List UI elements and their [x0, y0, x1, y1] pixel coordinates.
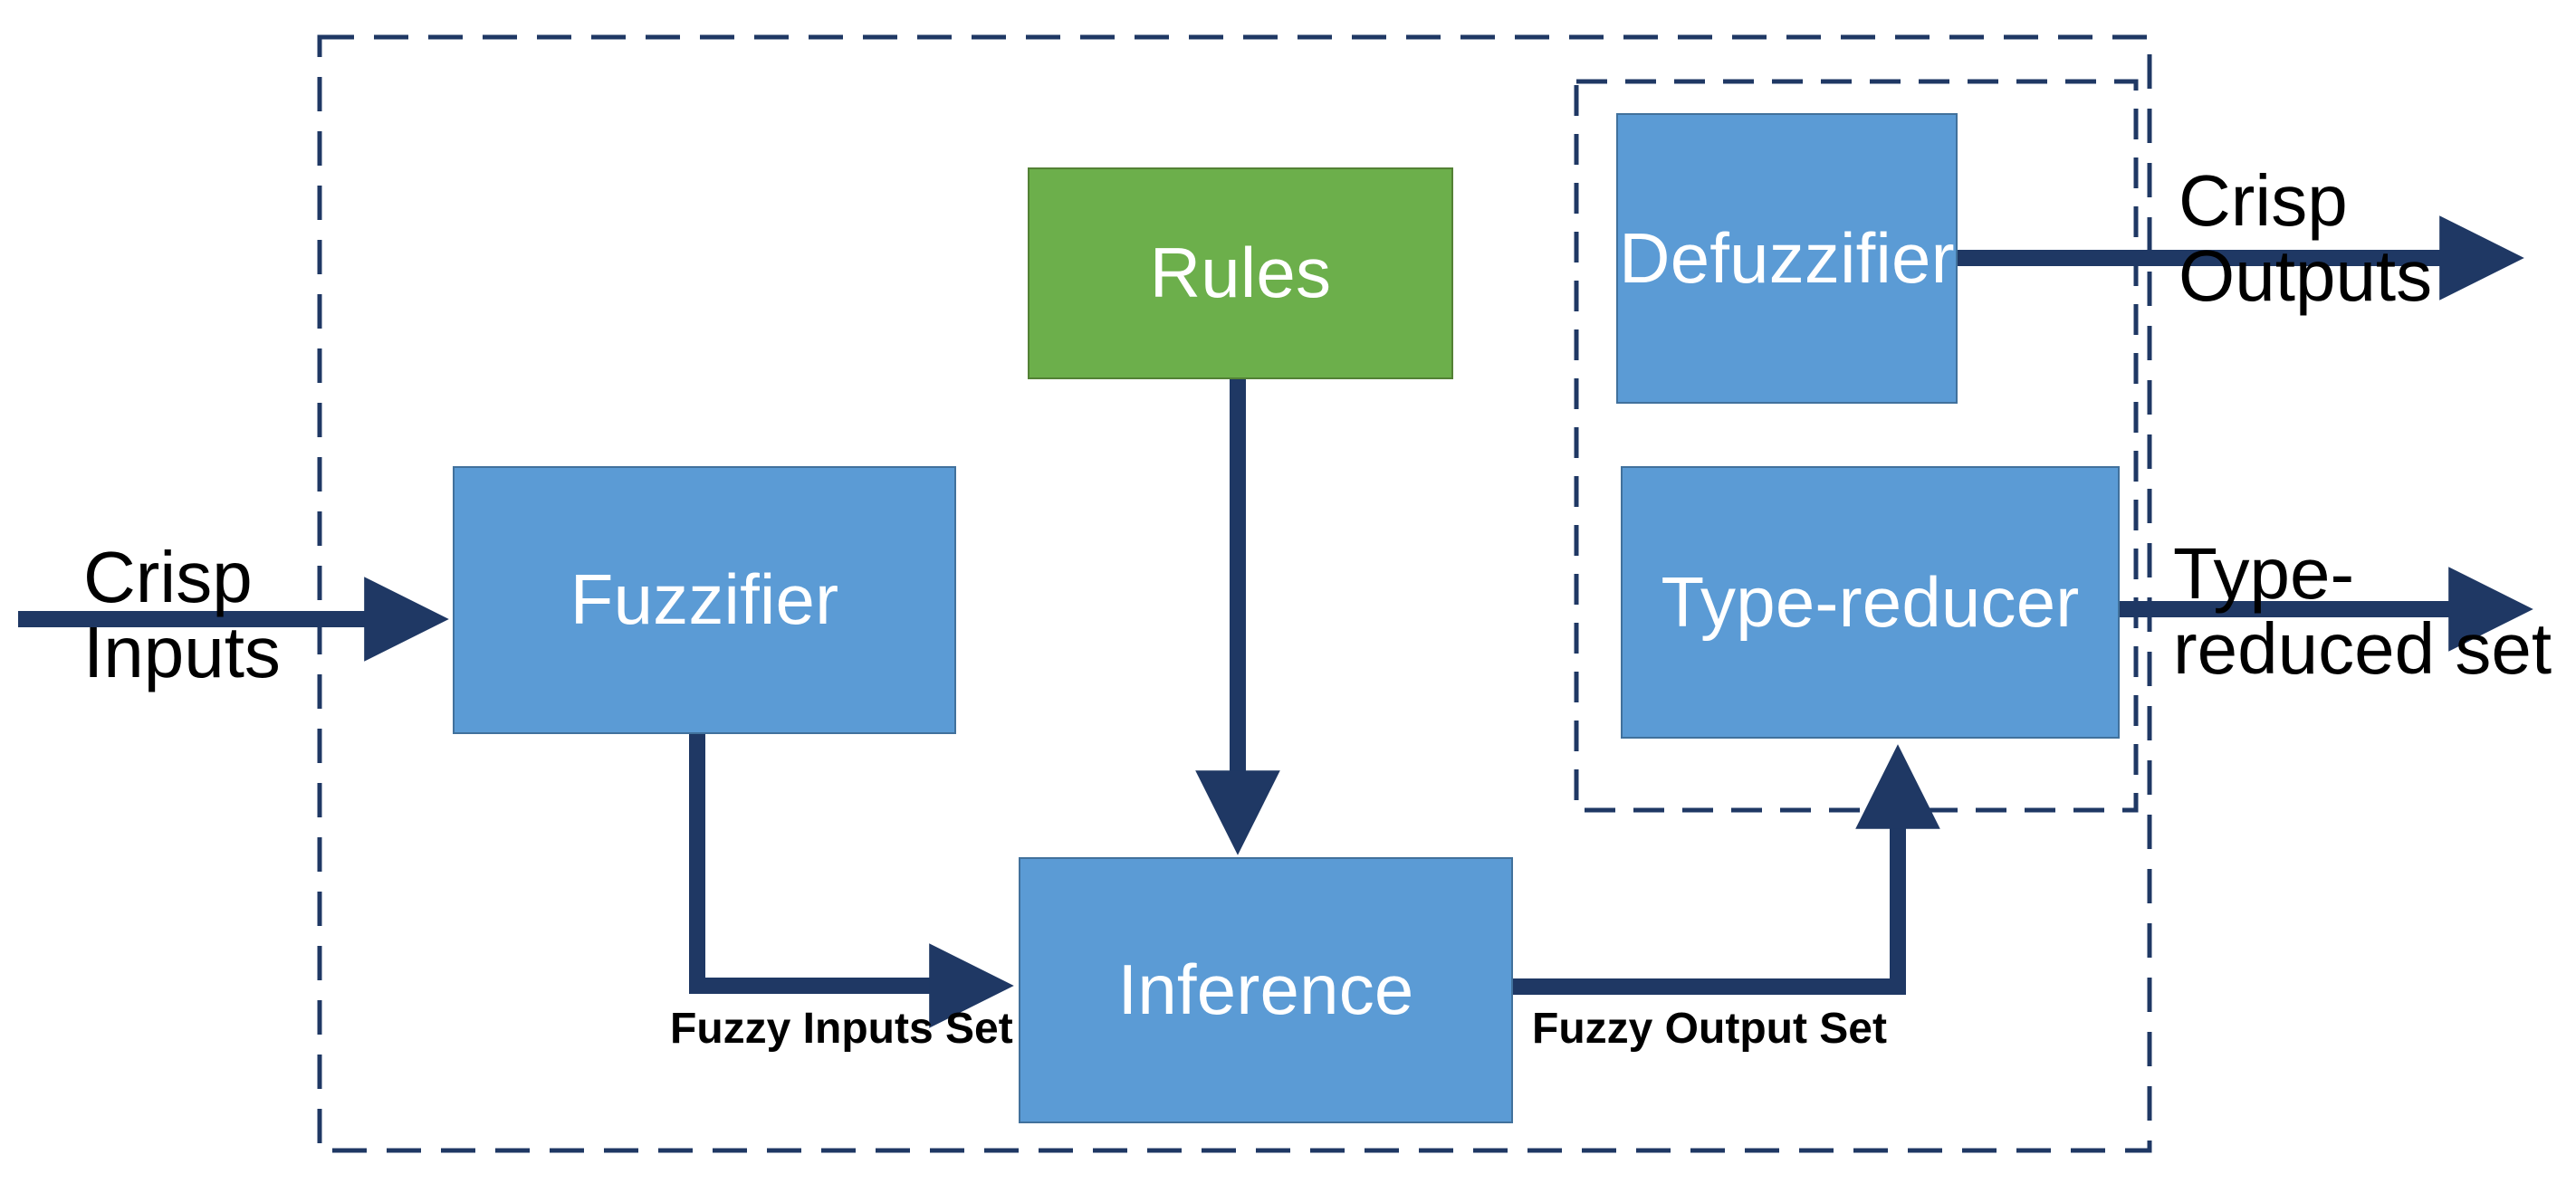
- block-fuzzifier-label: Fuzzifier: [570, 559, 839, 640]
- block-inference-label: Inference: [1117, 950, 1414, 1030]
- block-rules[interactable]: Rules: [1028, 167, 1453, 379]
- arrow-fuzzifier-to-inference: [689, 734, 1014, 1028]
- io-label-crisp-outputs: Crisp Outputs: [2179, 160, 2433, 317]
- block-type-reducer-label: Type-reducer: [1661, 561, 2080, 642]
- block-inference[interactable]: Inference: [1019, 857, 1513, 1123]
- block-defuzzifier-label: Defuzzifier: [1619, 217, 1955, 298]
- block-defuzzifier[interactable]: Defuzzifier: [1616, 113, 1958, 404]
- block-type-reducer[interactable]: Type-reducer: [1621, 466, 2120, 739]
- edge-label-fuzzy-output-set: Fuzzy Output Set: [1532, 1005, 1887, 1053]
- io-label-crisp-inputs: Crisp Inputs: [83, 537, 281, 693]
- arrow-inference-to-typereducer: [1513, 744, 1940, 995]
- block-fuzzifier[interactable]: Fuzzifier: [453, 466, 956, 734]
- edge-label-fuzzy-inputs-set: Fuzzy Inputs Set: [670, 1005, 1013, 1053]
- system-boundary-dashed-box: [317, 34, 2152, 1153]
- block-rules-label: Rules: [1149, 233, 1332, 313]
- io-label-type-reduced-set: Type- reduced set: [2173, 533, 2552, 690]
